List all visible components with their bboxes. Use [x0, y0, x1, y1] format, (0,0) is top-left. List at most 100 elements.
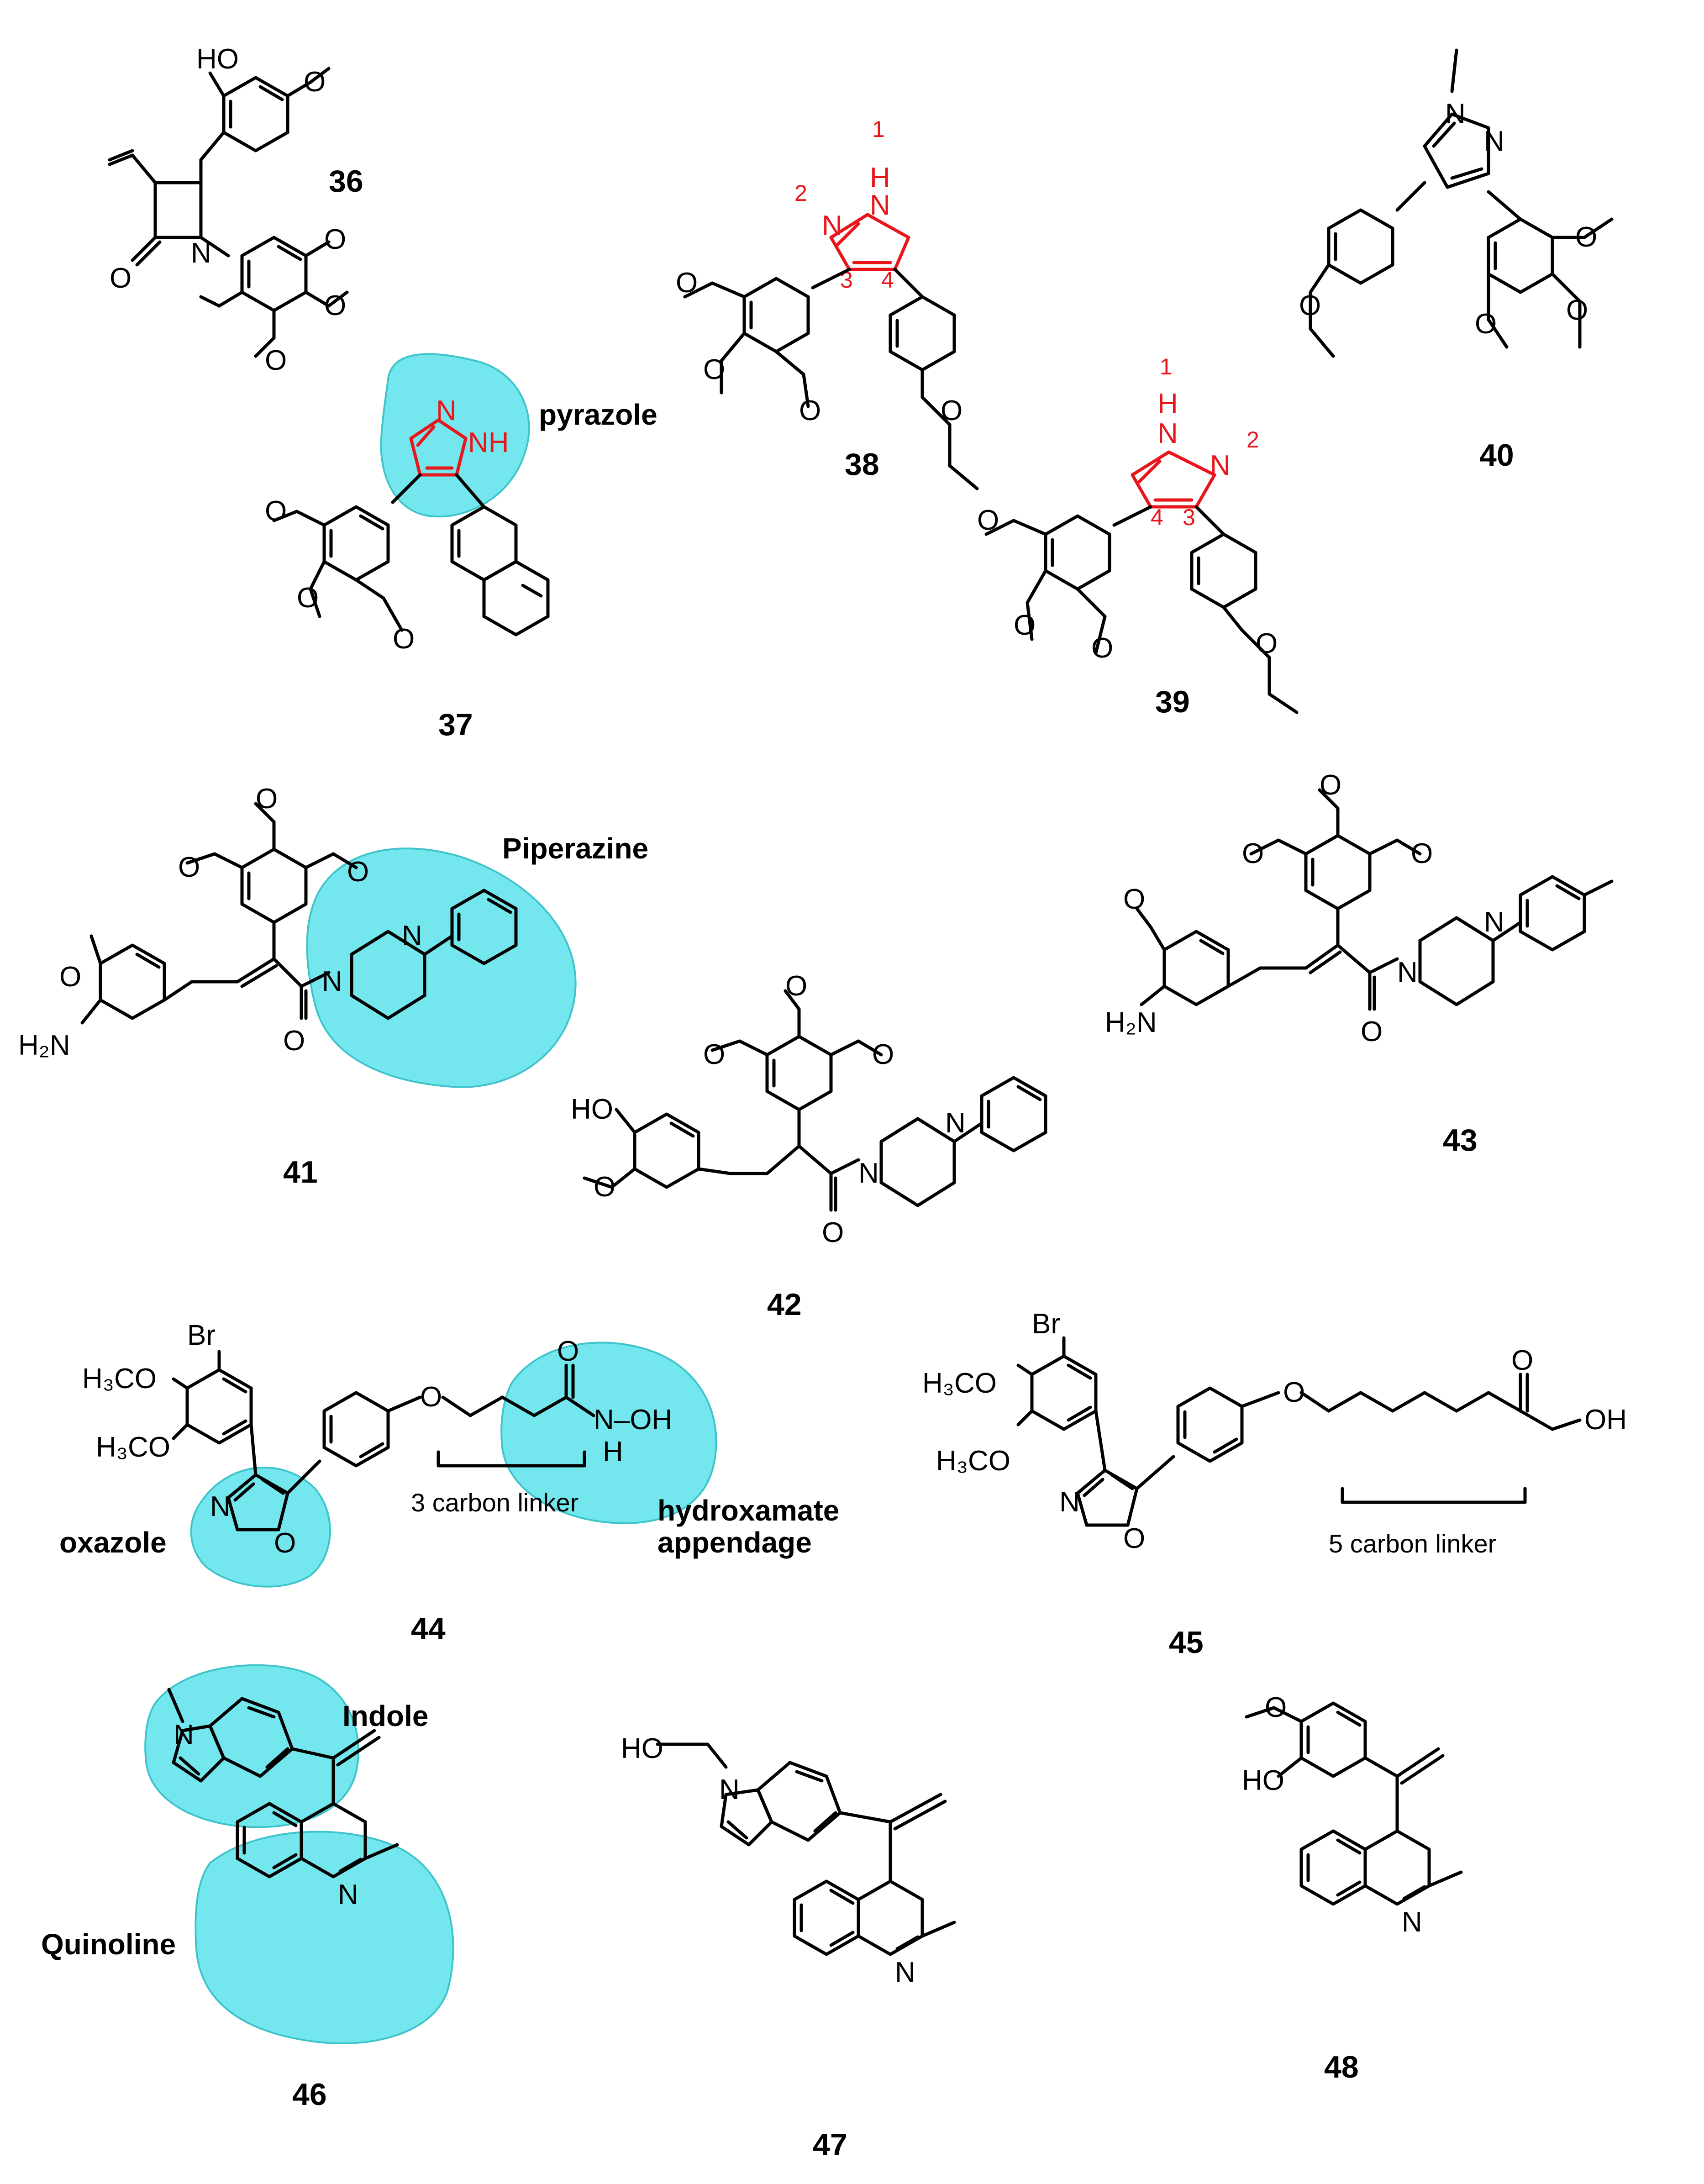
atom-H: H: [1157, 388, 1178, 420]
atom-HO: HO: [621, 1733, 663, 1764]
atom-NOH: N–OH: [594, 1404, 672, 1436]
atom-O: O: [59, 961, 81, 993]
atom-N: N: [322, 966, 342, 997]
atom-O: O: [265, 345, 287, 376]
atom-N: N: [174, 1719, 194, 1751]
compound-label-36: 36: [329, 164, 363, 199]
atom-O: O: [1566, 295, 1588, 326]
atom-O: O: [1511, 1345, 1533, 1376]
atom-O: O: [799, 395, 821, 426]
ring-number-2: 2: [1246, 427, 1259, 453]
appendage-label: appendage: [657, 1526, 812, 1559]
oxazole-label: oxazole: [59, 1526, 167, 1559]
ring-number-4: 4: [881, 267, 894, 293]
compound-41: O H₂N O O O O N N Piperazine 41: [18, 783, 648, 1189]
compound-label-40: 40: [1479, 438, 1514, 473]
compound-label-37: 37: [438, 707, 473, 742]
atom-O: O: [1475, 308, 1497, 340]
atom-N: N: [191, 237, 211, 269]
piperazine-label: Piperazine: [502, 832, 648, 865]
compound-label-42: 42: [767, 1287, 802, 1322]
ring-number-1: 1: [1160, 354, 1173, 379]
atom-H: H: [603, 1436, 623, 1468]
atom-H2N: H₂N: [18, 1030, 70, 1061]
atom-Br: Br: [187, 1320, 216, 1351]
compound-43: O H₂N O O O O N N 43: [1105, 769, 1614, 1158]
atom-N: N: [1445, 98, 1466, 130]
atom-Br: Br: [1032, 1308, 1060, 1340]
atom-O: O: [347, 856, 369, 888]
oxazole-highlight: [190, 1467, 331, 1588]
compound-label-38: 38: [845, 447, 879, 482]
atom-O: O: [1123, 1523, 1145, 1554]
compound-label-46: 46: [292, 2077, 327, 2112]
hydroxamate-highlight: [500, 1342, 717, 1524]
atom-N: N: [1059, 1486, 1080, 1518]
compound-48: O HO N 48: [1242, 1692, 1463, 2084]
ring-number-4: 4: [1151, 505, 1163, 530]
atom-N: N: [1210, 450, 1231, 481]
compound-40: N N O O O O 40: [1299, 48, 1614, 473]
atom-O: O: [1411, 838, 1433, 869]
atom-O: O: [703, 354, 725, 385]
atom-O: O: [1320, 769, 1341, 801]
atom-O: O: [274, 1527, 296, 1559]
hydroxamate-label: hydroxamate: [657, 1494, 839, 1527]
atom-OH: OH: [1584, 1404, 1627, 1436]
atom-H3CO: H₃CO: [82, 1363, 157, 1395]
atom-O: O: [256, 783, 278, 815]
quinoline-label: Quinoline: [41, 1928, 176, 1961]
compound-label-45: 45: [1169, 1625, 1204, 1660]
atom-O: O: [1091, 632, 1113, 664]
compound-39: H N N 1 2 4 3 O O O O 39: [977, 354, 1299, 719]
atom-NH: NH: [468, 427, 509, 458]
atom-O: O: [265, 495, 287, 527]
atom-N: N: [719, 1774, 740, 1805]
atom-O: O: [1265, 1692, 1287, 1723]
atom-O: O: [1299, 290, 1321, 321]
atom-O: O: [676, 267, 698, 299]
compound-label-47: 47: [813, 2127, 847, 2162]
atom-N: N: [858, 1158, 879, 1189]
atom-N: N: [945, 1107, 966, 1139]
atom-O: O: [1283, 1377, 1305, 1408]
atom-O: O: [1242, 838, 1264, 869]
atom-N: N: [210, 1491, 231, 1522]
atom-HO: HO: [196, 43, 239, 75]
atom-N: N: [338, 1879, 358, 1910]
atom-H3CO: H₃CO: [936, 1445, 1010, 1477]
atom-N: N: [1397, 957, 1418, 988]
atom-O: O: [420, 1381, 442, 1413]
atom-H3CO: H₃CO: [96, 1431, 170, 1463]
indole-label: Indole: [342, 1700, 428, 1732]
atom-O: O: [1361, 1016, 1383, 1047]
compound-47: HO N N 47: [621, 1733, 956, 2162]
linker-5-carbon-label: 5 carbon linker: [1329, 1529, 1496, 1558]
linker-3-carbon-label: 3 carbon linker: [411, 1488, 579, 1517]
compound-label-44: 44: [411, 1611, 446, 1646]
quinoline-highlight: [195, 1831, 454, 2044]
atom-O: O: [557, 1336, 579, 1367]
atom-N: N: [1402, 1906, 1422, 1938]
atom-HO: HO: [571, 1094, 613, 1125]
atom-H3CO: H₃CO: [922, 1368, 997, 1399]
atom-H2N: H₂N: [1105, 1007, 1157, 1038]
atom-N: N: [402, 920, 422, 952]
atom-O: O: [283, 1025, 305, 1057]
atom-O: O: [785, 970, 807, 1002]
ring-number-2: 2: [794, 180, 807, 206]
compound-label-43: 43: [1443, 1123, 1478, 1158]
atom-O: O: [1575, 221, 1597, 253]
compound-44: Br H₃CO H₃CO N O O O N–OH H 3 carbon lin…: [59, 1320, 839, 1646]
compound-37: N NH O O O pyrazole 37: [265, 395, 657, 742]
atom-O: O: [594, 1171, 615, 1203]
atom-O: O: [324, 290, 346, 321]
ring-number-1: 1: [872, 116, 885, 142]
indole-highlight: [144, 1664, 359, 1828]
atom-H: H: [870, 162, 890, 194]
compound-label-39: 39: [1155, 684, 1190, 719]
atom-N: N: [870, 189, 890, 221]
atom-O: O: [703, 1039, 725, 1070]
compound-label-48: 48: [1324, 2050, 1359, 2084]
ring-number-3: 3: [1183, 505, 1195, 530]
